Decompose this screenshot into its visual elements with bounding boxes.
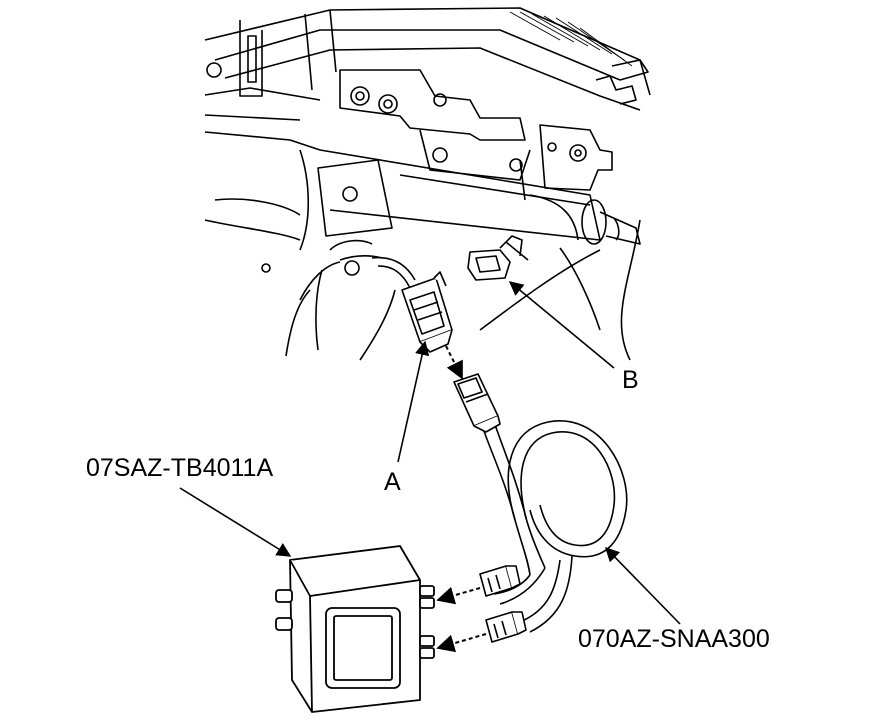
connector-a [401, 271, 453, 353]
vehicle-harness [285, 255, 416, 357]
control-unit [275, 545, 435, 713]
adapter-connector-top [453, 373, 501, 433]
dashboard-structure [204, 7, 651, 361]
adapter-plug-upper [479, 565, 521, 597]
leader-lines [179, 281, 681, 625]
adapter-plug-lower [485, 611, 527, 643]
connector-b-label: B [622, 366, 639, 394]
adapter-harness [479, 415, 628, 633]
harness-part-label: 070AZ-SNAA300 [578, 625, 770, 653]
connector-a-label: A [384, 468, 401, 496]
control-unit-part-label: 07SAZ-TB4011A [86, 454, 274, 482]
insertion-arrows [436, 345, 487, 653]
